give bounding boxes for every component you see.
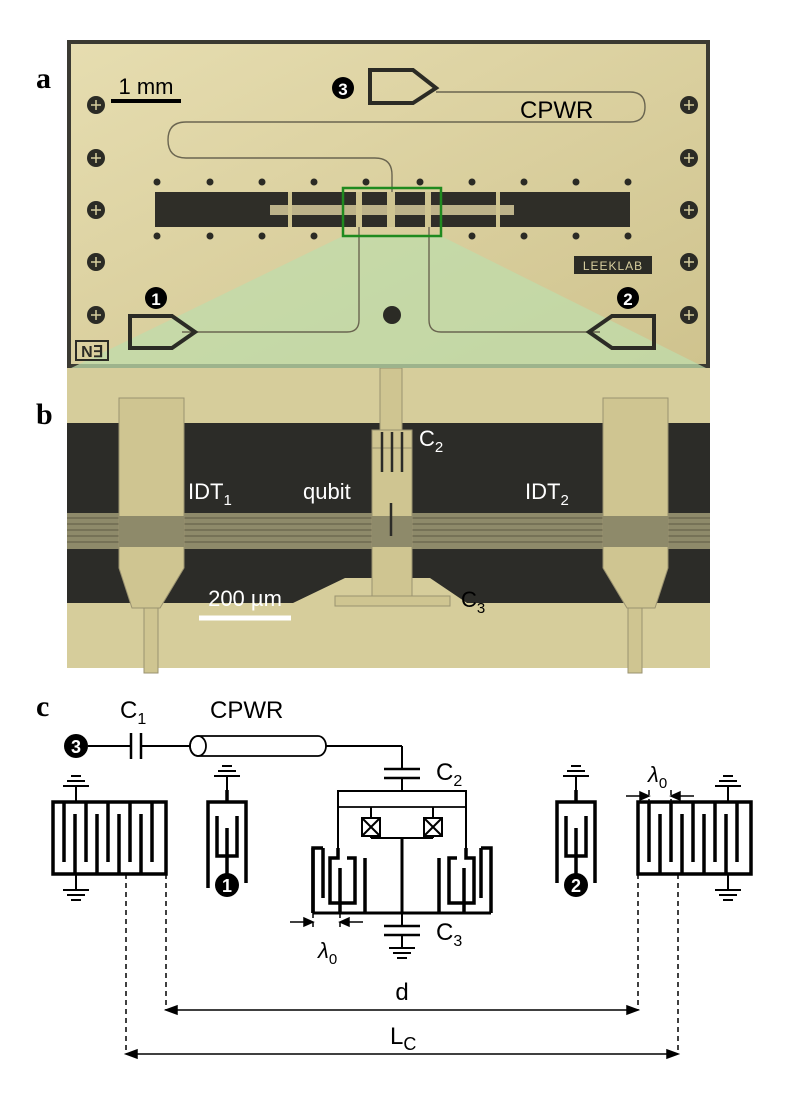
cpwr-label-a: CPWR [520,97,593,124]
launcher-pads [128,68,656,350]
cpwr-symbol [189,735,327,757]
scale-label-b: 200 µm [208,586,282,611]
scale-label-a: 1 mm [119,74,174,99]
port-2-marker-a: 2 [623,290,632,309]
circuit-schematic-panel: 3 1 2 C1 CPWR [51,697,753,1060]
bragg-mirror-right [636,800,753,876]
idt2-label: IDT2 [525,479,569,509]
port-3-marker-a: 3 [338,80,347,99]
via-dots [153,178,632,240]
qubit-idt-right [437,846,493,913]
c2-label-b: C2 [419,426,443,456]
c2-label-c: C2 [436,759,462,790]
panel-label-b: b [36,398,53,431]
d-label: d [395,979,408,1006]
leeklab-logo: LEEKLAB [583,259,643,273]
cpwr-label-c: CPWR [210,697,283,724]
panel-label-a: a [36,62,51,95]
zoom-box [341,186,443,238]
idt1-electrode [118,397,185,674]
lc-label: LC [390,1023,416,1054]
c3-label-b: C3 [461,587,485,617]
chip-micrograph-panel: 1 mm 3 1 2 CPWR LEEKLAB N∃ [67,40,710,370]
port-2-marker-c: 2 [571,876,581,896]
qubit-label: qubit [303,479,351,504]
port2-idt [555,790,597,883]
lambda-label-qubit: λ0 [317,938,337,968]
idt2-electrode [602,397,669,674]
zoom-fan [67,236,710,370]
panel-label-c: c [36,690,50,723]
corner-mark: N∃ [81,344,103,361]
qubit-idt-left [311,846,367,913]
c1-label: C1 [120,697,146,728]
dimension-guides [125,790,679,1054]
idt1-label: IDT1 [188,479,232,509]
zoom-micrograph-panel: IDT1 IDT2 qubit C2 C3 200 µm [67,368,710,674]
bragg-mirror-left [51,800,168,876]
cpw-lines [167,91,646,333]
lambda-label-mirror: λ0 [647,762,667,792]
port-1-marker-a: 1 [151,290,160,309]
port-3-marker-c: 3 [71,737,81,757]
port-1-marker-c: 1 [222,876,232,896]
via-column-right [680,96,698,324]
c3-label-c: C3 [436,919,462,950]
